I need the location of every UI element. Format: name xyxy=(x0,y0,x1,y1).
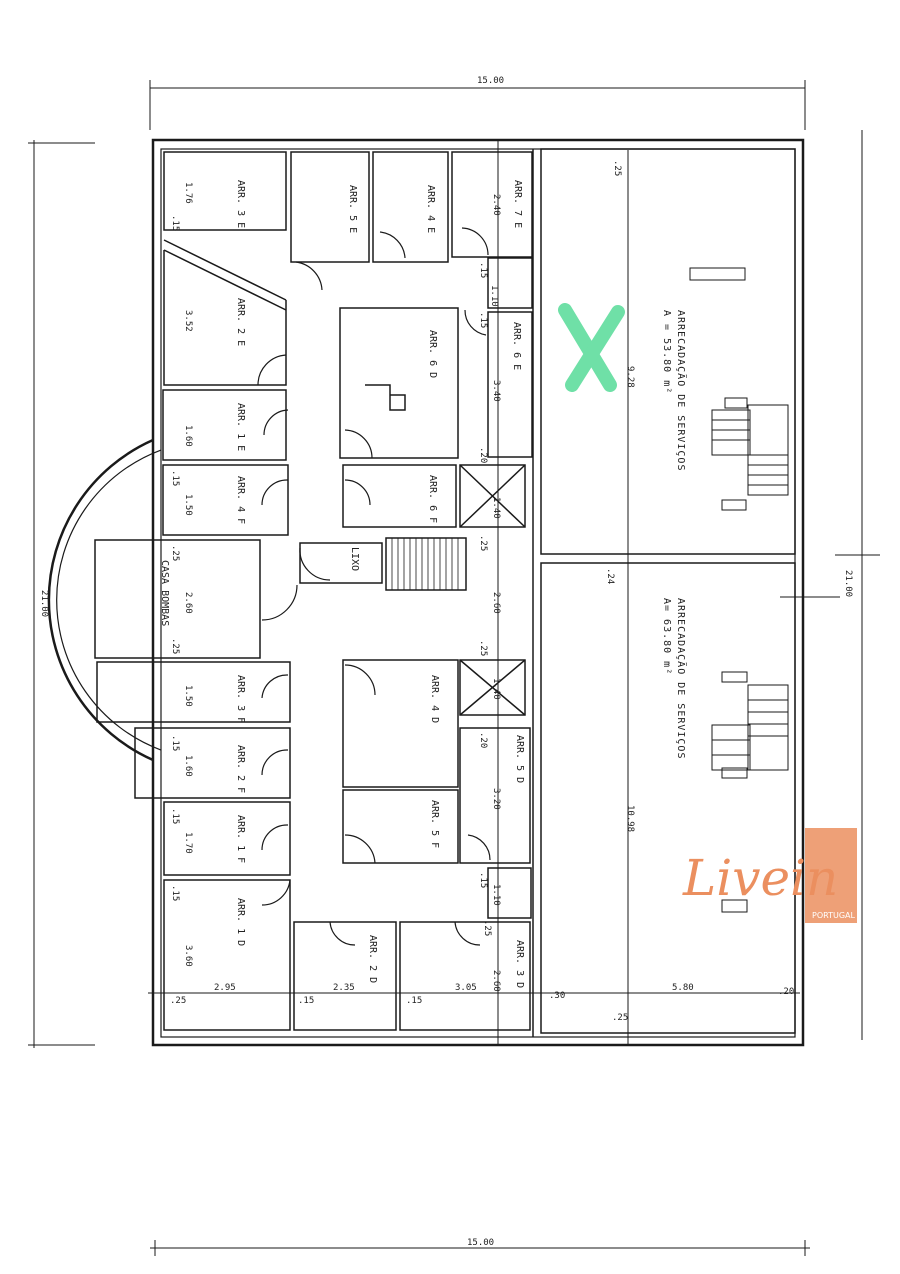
measure-25a: .25 xyxy=(612,160,622,176)
measure-20a: .20 xyxy=(478,447,488,463)
measure-352: 3.52 xyxy=(183,310,193,332)
label-arr-1e: ARR. 1 E xyxy=(235,403,246,451)
dim-right: 21.00 xyxy=(843,570,853,597)
measure-25d: .25 xyxy=(170,638,180,654)
measure-260a: 2.60 xyxy=(183,592,193,614)
dim-left: 21.00 xyxy=(39,590,49,617)
label-arr-1f: ARR. 1 F xyxy=(235,815,246,863)
measure-260b: 2.60 xyxy=(491,592,501,614)
dimension-lines xyxy=(28,80,880,1256)
measure-160a: 1.60 xyxy=(183,425,193,447)
measure-25c: .25 xyxy=(478,535,488,551)
label-services-bottom-area: A= 63.80 m² xyxy=(661,598,672,675)
label-services-bottom: ARRECADAÇÃO DE SERVIÇOS xyxy=(675,598,688,759)
measure-170: 1.70 xyxy=(183,832,193,854)
measure-110a: 1.10 xyxy=(489,285,499,307)
label-arr-5f: ARR. 5 F xyxy=(429,800,440,848)
measure-176: 1.76 xyxy=(183,182,193,204)
measure-240: 2.40 xyxy=(491,194,501,216)
measure-1098: 10.98 xyxy=(625,805,635,832)
measure-15d: .15 xyxy=(170,470,180,486)
measure-20c: .20 xyxy=(778,987,794,997)
measure-15i: .15 xyxy=(298,996,314,1006)
dim-bottom: 15.00 xyxy=(467,1238,494,1248)
measure-360: 3.60 xyxy=(183,945,193,967)
measure-150b: 1.50 xyxy=(183,685,193,707)
label-arr-4d: ARR. 4 D xyxy=(429,675,440,723)
measure-25h: .25 xyxy=(482,920,492,936)
label-arr-6e: ARR. 6 E xyxy=(511,322,522,370)
measure-15a: .15 xyxy=(170,215,180,231)
label-arr-3f: ARR. 3 F xyxy=(235,675,246,723)
logo-subtitle: PORTUGAL xyxy=(812,911,856,920)
measure-235: 2.35 xyxy=(333,983,355,993)
measure-340: 3.40 xyxy=(491,380,501,402)
label-arr-1d: ARR. 1 D xyxy=(235,898,246,946)
measure-20b: .20 xyxy=(478,732,488,748)
measure-580: 5.80 xyxy=(672,983,694,993)
measurement-labels: 1.76 .15 2.40 3.52 .15 1.10 .15 3.40 9.2… xyxy=(170,160,794,1023)
room-partitions xyxy=(94,151,533,1031)
label-services-top: ARRECADAÇÃO DE SERVIÇOS xyxy=(675,310,688,471)
label-arr-7e: ARR. 7 E xyxy=(512,180,523,228)
measure-928: 9.28 xyxy=(625,366,635,388)
measure-295: 2.95 xyxy=(214,983,236,993)
measure-15h: .15 xyxy=(170,885,180,901)
service-stairs xyxy=(689,267,789,913)
label-arr-2d: ARR. 2 D xyxy=(367,935,378,983)
label-arr-5d: ARR. 5 D xyxy=(514,735,525,783)
label-services-top-area: A = 53.80 m² xyxy=(661,310,672,394)
measure-110b: 1.10 xyxy=(491,884,501,906)
livein-logo: Livein PORTUGAL xyxy=(682,828,857,923)
label-casa-bombas: CASA BOMBAS xyxy=(159,560,170,626)
walls xyxy=(47,138,805,1047)
measure-260c: 2.60 xyxy=(491,970,501,992)
label-arr-3d: ARR. 3 D xyxy=(514,940,525,988)
measure-15b: .15 xyxy=(478,262,488,278)
measure-140a: 1.40 xyxy=(491,497,501,519)
measure-140b: 1.40 xyxy=(491,678,501,700)
measure-15f: .15 xyxy=(170,808,180,824)
measure-25b: .25 xyxy=(170,545,180,561)
measure-15g: .15 xyxy=(478,872,488,888)
measure-25e: .25 xyxy=(478,640,488,656)
measure-15j: .15 xyxy=(406,996,422,1006)
measure-15c: .15 xyxy=(478,312,488,328)
label-arr-2f: ARR. 2 F xyxy=(235,745,246,793)
label-arr-6d: ARR. 6 D xyxy=(427,330,438,378)
measure-24: .24 xyxy=(605,568,615,584)
logo-text: Livein xyxy=(682,849,838,907)
label-arr-5e: ARR. 5 E xyxy=(347,185,358,233)
measure-305: 3.05 xyxy=(455,983,477,993)
measure-320: 3.20 xyxy=(491,788,501,810)
label-arr-2e: ARR. 2 E xyxy=(235,298,246,346)
room-labels: ARR. 3 E ARR. 5 E ARR. 4 E ARR. 7 E ARR.… xyxy=(159,180,688,988)
measure-160b: 1.60 xyxy=(183,755,193,777)
measure-25g: .25 xyxy=(612,1013,628,1023)
cross-mark xyxy=(558,303,625,392)
label-lixo: LIXO xyxy=(349,547,360,571)
measure-25f: .25 xyxy=(170,996,186,1006)
label-arr-4e: ARR. 4 E xyxy=(425,185,436,233)
door-swings xyxy=(257,227,491,946)
label-arr-3e: ARR. 3 E xyxy=(235,180,246,228)
label-arr-6f: ARR. 6 F xyxy=(427,475,438,523)
measure-15e: .15 xyxy=(170,735,180,751)
measure-150a: 1.50 xyxy=(183,494,193,516)
dim-top: 15.00 xyxy=(477,76,504,86)
measure-30: .30 xyxy=(549,991,565,1001)
label-arr-4f: ARR. 4 F xyxy=(235,476,246,524)
